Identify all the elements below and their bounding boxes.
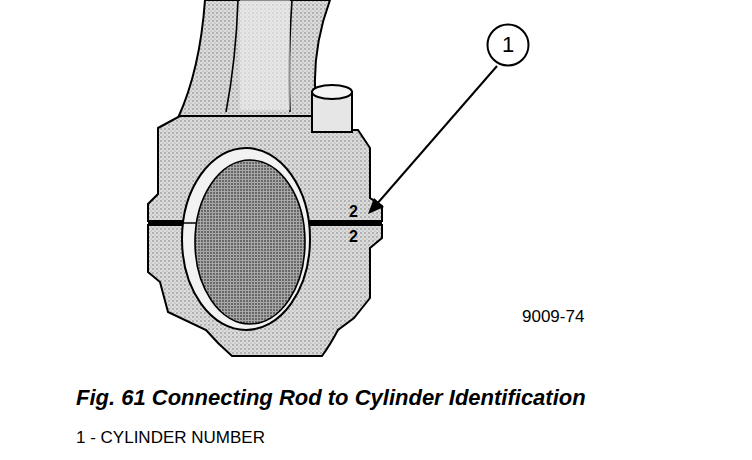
bearing-shell <box>182 148 310 330</box>
bolt-head <box>312 85 352 99</box>
figure-caption: Fig. 61 Connecting Rod to Cylinder Ident… <box>76 386 586 410</box>
shank-web <box>226 0 292 112</box>
callout-number: 1 <box>486 23 530 67</box>
cylinder-number-mark: 2 <box>349 203 358 221</box>
leader-arrowhead <box>368 198 384 214</box>
cylinder-number-mark: 2 <box>349 228 358 246</box>
bearing-split <box>182 222 196 224</box>
shank-web-fill <box>240 0 290 110</box>
figure-code: 9009-74 <box>522 308 584 327</box>
rod-shank <box>178 0 330 118</box>
callout-circle: 1 <box>486 23 530 67</box>
legend-note: 1 - CYLINDER NUMBER <box>76 429 265 448</box>
bearing-bore <box>195 160 305 324</box>
leader-line <box>376 66 497 205</box>
